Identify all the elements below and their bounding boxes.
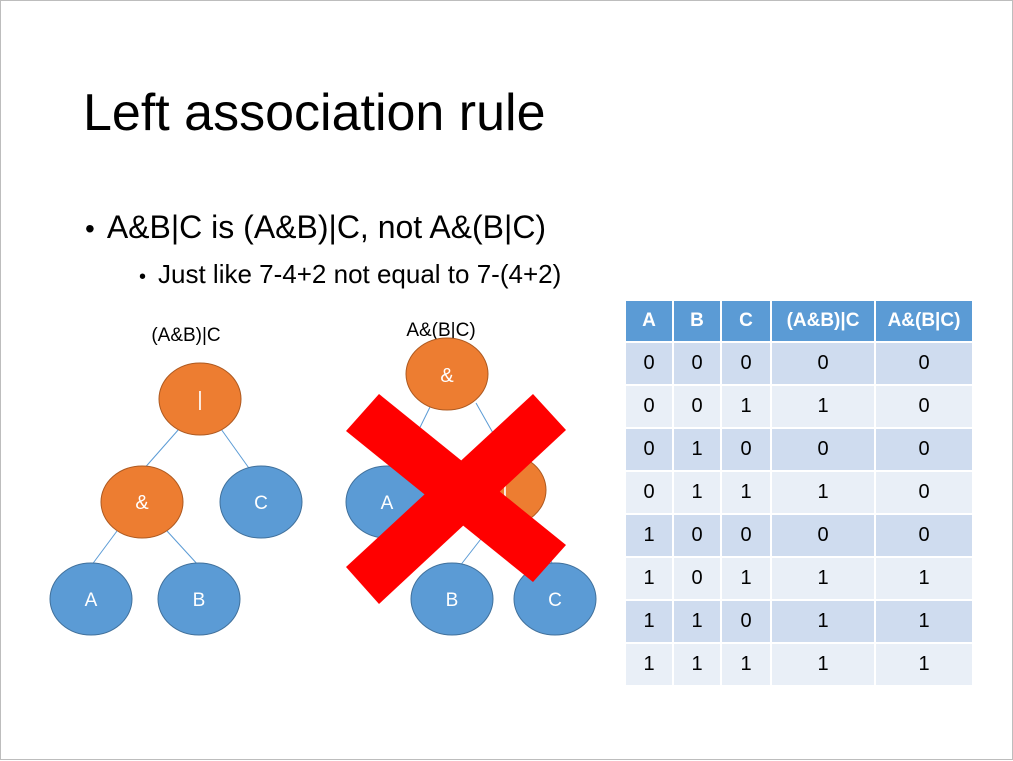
table-cell: 0 [674, 558, 722, 601]
cross-bar-2 [346, 394, 566, 604]
left-and-label: & [135, 492, 149, 514]
table-cell: 1 [626, 558, 674, 601]
bullet-main-text: A&B|C is (A&B)|C, not A&(B|C) [106, 209, 547, 245]
edge-and-a [90, 530, 118, 567]
table-cell: 1 [876, 558, 974, 601]
table-cell: 1 [876, 644, 974, 687]
table-cell: 0 [876, 386, 974, 429]
table-cell: 0 [626, 386, 674, 429]
table-cell: 1 [626, 644, 674, 687]
table-cell: 0 [876, 515, 974, 558]
table-cell: 1 [674, 644, 722, 687]
table-cell: 1 [674, 429, 722, 472]
table-cell: 0 [674, 386, 722, 429]
table-cell: 0 [722, 343, 772, 386]
table-cell: 1 [722, 386, 772, 429]
right-c-label: C [548, 590, 562, 611]
right-root-label: & [440, 365, 454, 387]
left-and-node [100, 465, 184, 539]
bullet-glyph-sub: • [139, 266, 147, 288]
left-c-node [219, 465, 303, 539]
header-b: B [674, 301, 722, 343]
bullet-glyph: • [85, 213, 95, 244]
left-a-node [49, 562, 133, 636]
table-cell: 0 [772, 429, 876, 472]
bullet-main: • A&B|C is (A&B)|C, not A&(B|C) [85, 209, 546, 246]
table-cell: 0 [876, 343, 974, 386]
header-a: A [626, 301, 674, 343]
table-cell: 0 [722, 515, 772, 558]
table-cell: 1 [876, 601, 974, 644]
left-tree: (A&B)|C | & C A B [49, 325, 303, 636]
bullet-sub: • Just like 7-4+2 not equal to 7-(4+2) [139, 259, 561, 290]
header-c: C [722, 301, 772, 343]
bullet-sub-text: Just like 7-4+2 not equal to 7-(4+2) [158, 259, 562, 289]
table-cell: 0 [722, 601, 772, 644]
left-b-node [157, 562, 241, 636]
table-cell: 0 [626, 472, 674, 515]
table-cell: 0 [772, 515, 876, 558]
table-cell: 0 [722, 429, 772, 472]
left-c-label: C [254, 493, 268, 514]
left-tree-caption: (A&B)|C [151, 325, 220, 346]
table-cell: 0 [876, 472, 974, 515]
right-tree-caption: A&(B|C) [406, 320, 475, 341]
right-tree: A&(B|C) A | B C & [345, 320, 597, 636]
table-cell: 1 [626, 601, 674, 644]
left-b-label: B [193, 590, 206, 611]
left-root-node [158, 362, 242, 436]
table-cell: 1 [772, 472, 876, 515]
left-a-label: A [85, 590, 98, 611]
right-c-node [513, 562, 597, 636]
table-cell: 0 [876, 429, 974, 472]
left-root-label: | [197, 389, 202, 411]
table-cell: 0 [674, 343, 722, 386]
table-cell: 1 [626, 515, 674, 558]
table-cell: 0 [772, 343, 876, 386]
table-cell: 1 [772, 558, 876, 601]
table-cell: 1 [772, 601, 876, 644]
cross-out-x-icon [346, 394, 566, 604]
table-cell: 1 [772, 644, 876, 687]
right-b-label: B [446, 590, 459, 611]
table-cell: 1 [722, 558, 772, 601]
table-cell: 1 [674, 601, 722, 644]
right-b-node [410, 562, 494, 636]
right-or-label: | [502, 480, 507, 502]
right-a-label: A [381, 493, 394, 514]
edge-root-and [141, 428, 180, 472]
header-left-assoc: (A&B)|C [772, 301, 876, 343]
table-cell: 1 [674, 472, 722, 515]
right-root-node [405, 337, 489, 411]
table-cell: 0 [626, 429, 674, 472]
table-cell: 1 [722, 472, 772, 515]
table-cell: 0 [626, 343, 674, 386]
edge-and-b [166, 530, 200, 567]
truth-table-header-row: A B C (A&B)|C A&(B|C) [626, 301, 974, 343]
header-right-assoc: A&(B|C) [876, 301, 974, 343]
slide-title: Left association rule [83, 84, 546, 142]
table-cell: 1 [722, 644, 772, 687]
table-cell: 0 [674, 515, 722, 558]
edge-root-c [220, 428, 252, 472]
table-cell: 1 [772, 386, 876, 429]
